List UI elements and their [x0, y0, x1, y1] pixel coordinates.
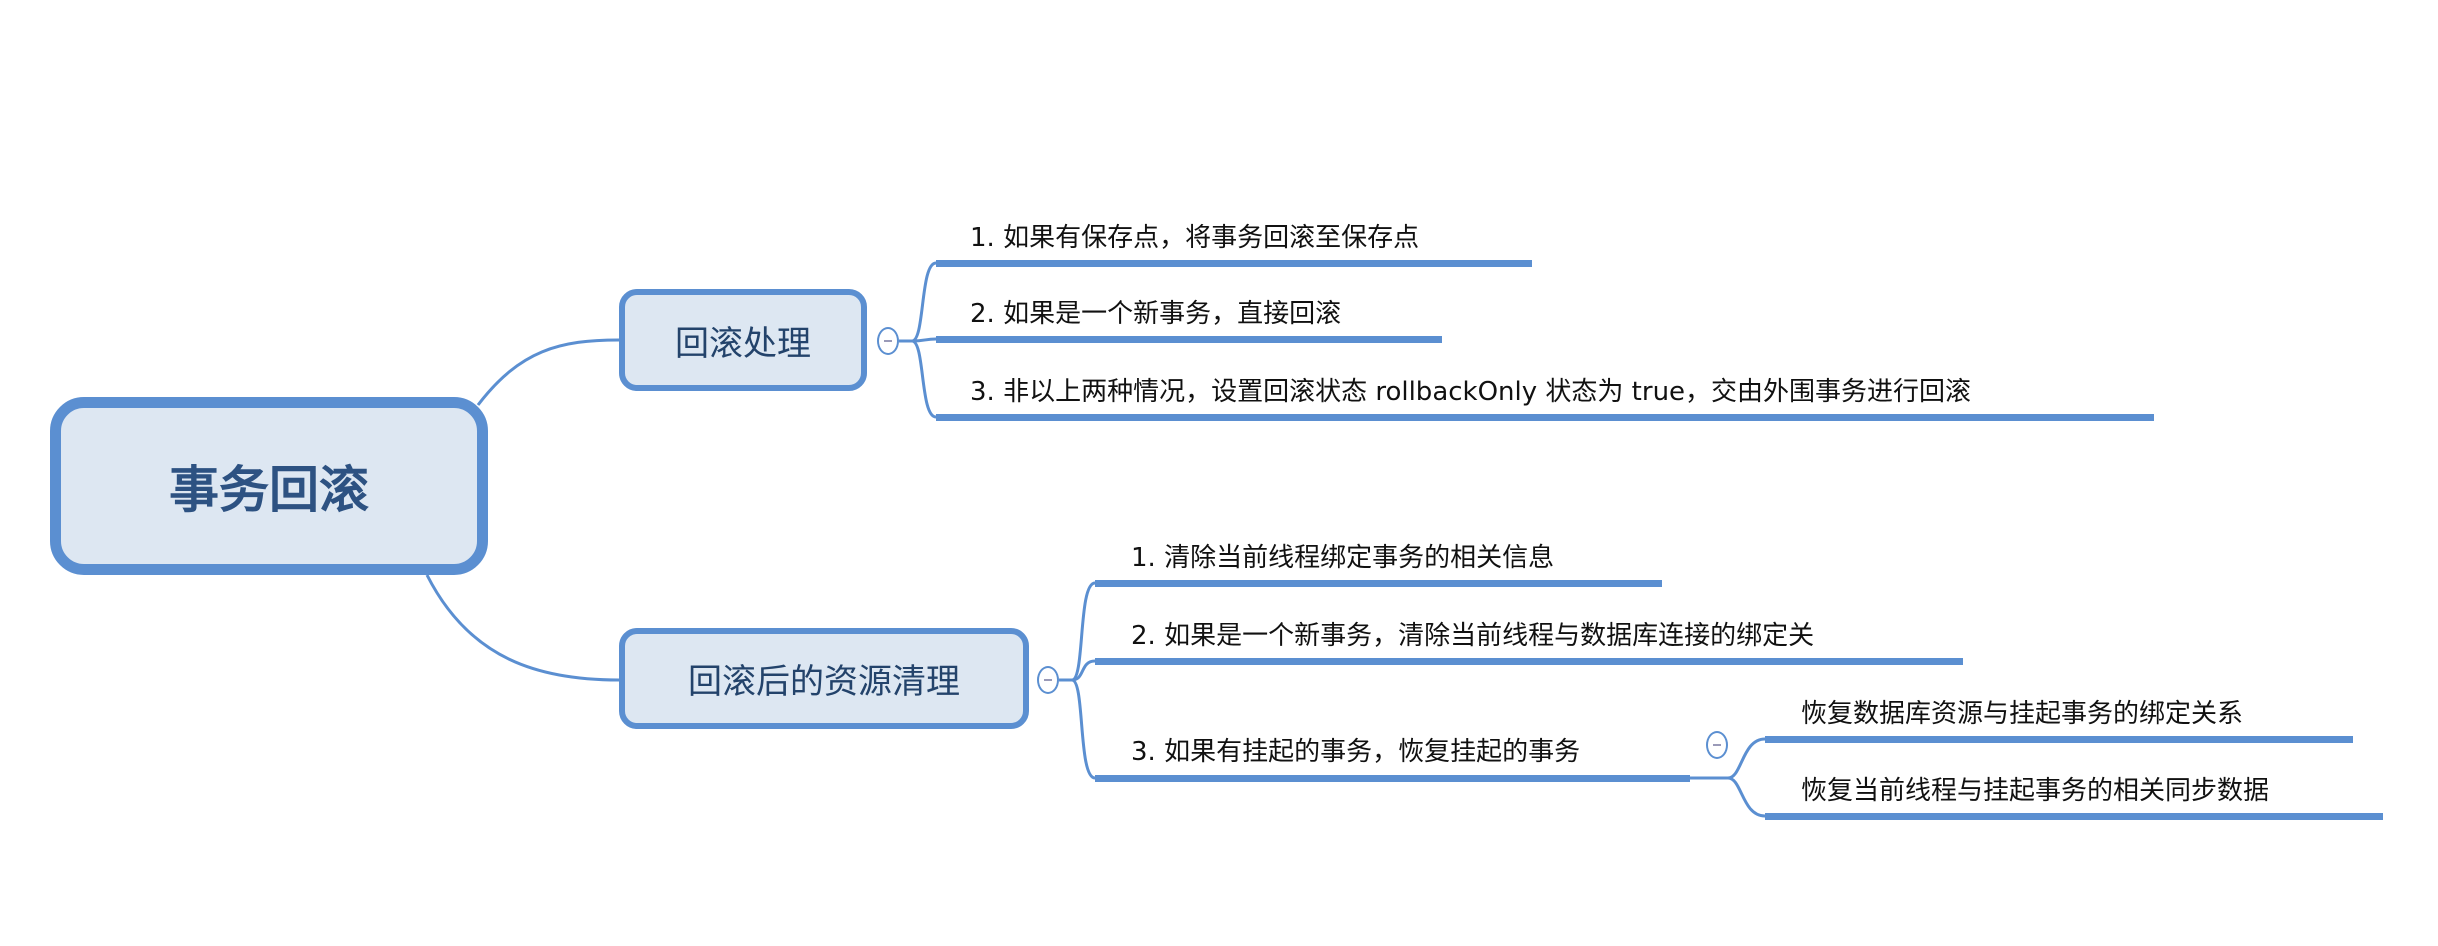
- subtopic[interactable]: 3. 非以上两种情况，设置回滚状态 rollbackOnly 状态为 true，…: [970, 377, 1972, 407]
- subtopic[interactable]: 恢复数据库资源与挂起事务的绑定关系: [1801, 699, 2244, 729]
- topic-label: 回滚后的资源清理: [688, 662, 960, 702]
- root-topic[interactable]: 事务回滚: [50, 397, 488, 575]
- subtopic[interactable]: 2. 如果是一个新事务，清除当前线程与数据库连接的绑定关: [1131, 621, 1815, 651]
- subtopic[interactable]: 恢复当前线程与挂起事务的相关同步数据: [1801, 776, 2270, 806]
- subtopic[interactable]: 1. 清除当前线程绑定事务的相关信息: [1131, 543, 1555, 573]
- subtopic[interactable]: 3. 如果有挂起的事务，恢复挂起的事务: [1131, 737, 1581, 767]
- collapse-toggle-icon[interactable]: [1037, 666, 1059, 694]
- topic-rollback-handling[interactable]: 回滚处理: [619, 289, 867, 391]
- topic-label: 回滚处理: [675, 323, 811, 364]
- root-topic-label: 事务回滚: [169, 461, 369, 519]
- subtopic[interactable]: 1. 如果有保存点，将事务回滚至保存点: [970, 223, 1420, 253]
- collapse-toggle-icon[interactable]: [877, 327, 899, 355]
- subtopic[interactable]: 2. 如果是一个新事务，直接回滚: [970, 299, 1342, 329]
- collapse-toggle-icon[interactable]: [1706, 731, 1728, 759]
- topic-resource-cleanup[interactable]: 回滚后的资源清理: [619, 628, 1029, 729]
